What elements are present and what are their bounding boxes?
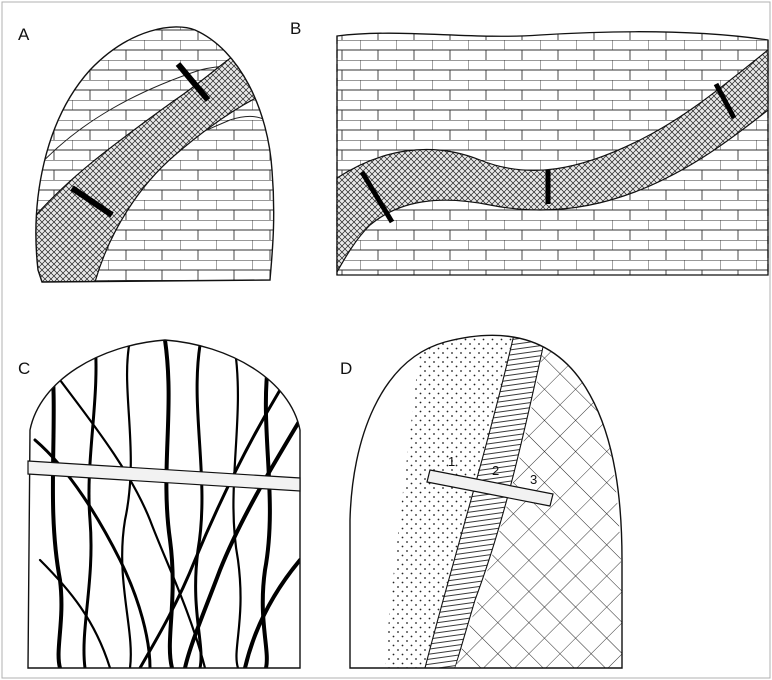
panel-d-number-1: 1 <box>448 454 455 469</box>
panel-d-number-3: 3 <box>530 472 537 487</box>
panel-d: D 1 2 3 <box>340 330 625 675</box>
panel-a: A <box>18 20 280 290</box>
panel-d-label: D <box>340 359 352 378</box>
panel-c-crack <box>40 560 110 668</box>
panel-b: B <box>290 19 768 275</box>
panel-c-crack-network <box>35 340 300 668</box>
panel-c-crack <box>60 380 205 668</box>
panel-c-outline <box>28 340 300 668</box>
panel-c: C <box>18 340 300 668</box>
panel-c-crack <box>245 560 300 668</box>
panel-d-number-2: 2 <box>492 463 499 478</box>
panel-a-label: A <box>18 25 30 44</box>
panel-c-label: C <box>18 359 30 378</box>
panel-c-crack <box>122 340 131 668</box>
panel-c-core-bar <box>28 461 300 491</box>
panel-b-label: B <box>290 19 301 38</box>
panel-c-crack <box>233 350 240 668</box>
